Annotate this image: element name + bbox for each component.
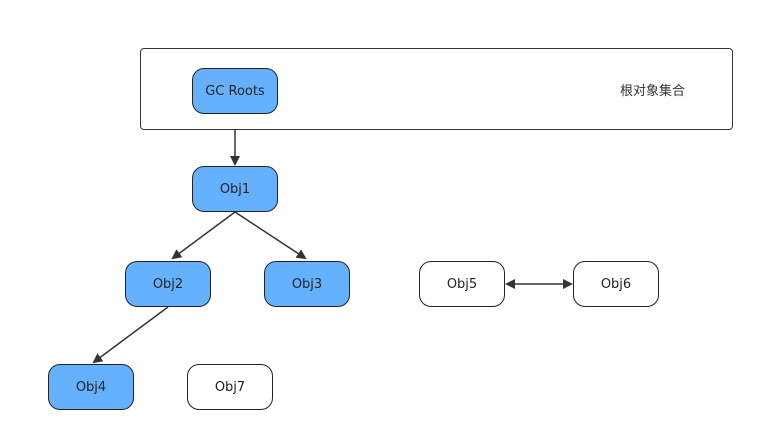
node-obj3: Obj3 xyxy=(264,261,350,307)
node-obj1: Obj1 xyxy=(192,166,278,212)
node-obj5: Obj5 xyxy=(419,261,505,307)
node-obj2: Obj2 xyxy=(125,261,211,307)
node-obj6: Obj6 xyxy=(573,261,659,307)
node-gc-roots: GC Roots xyxy=(192,68,278,114)
edge-obj2-to-obj4 xyxy=(92,306,169,364)
edge-obj1-to-obj2 xyxy=(171,211,236,260)
root-set-label: 根对象集合 xyxy=(620,84,686,99)
edge-obj1-to-obj3 xyxy=(234,211,307,260)
node-obj4: Obj4 xyxy=(48,364,134,410)
node-obj7: Obj7 xyxy=(187,364,273,410)
